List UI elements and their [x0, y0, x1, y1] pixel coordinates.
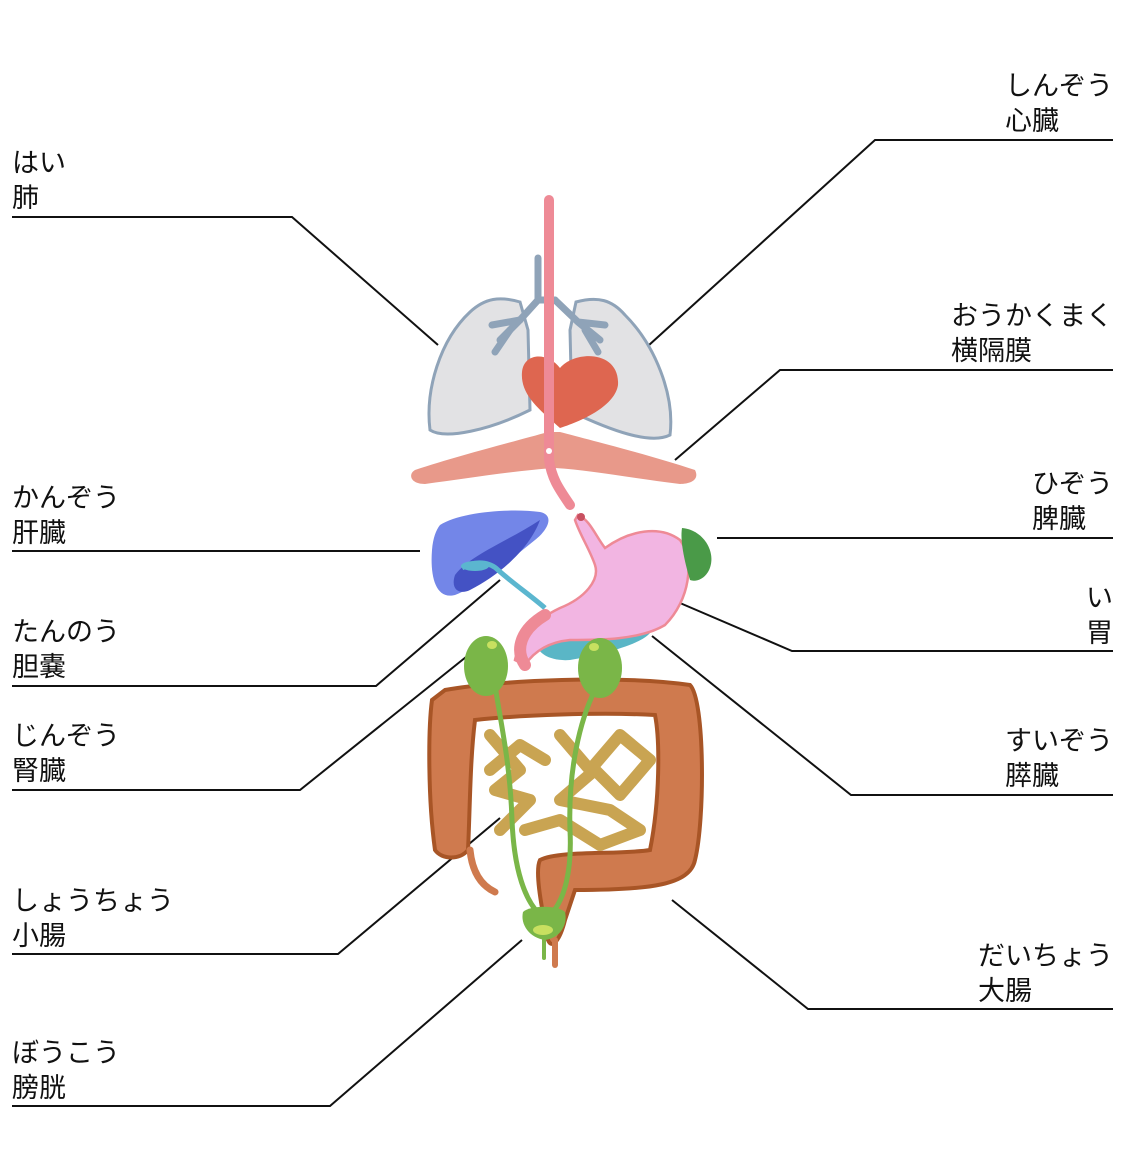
label-kana: ぼうこう — [12, 1038, 120, 1069]
label-kanji: 大腸 — [978, 976, 1032, 1007]
leader-line-heart — [626, 139, 1113, 366]
label-kana: ひぞう — [1032, 469, 1113, 500]
label-kanji: 膵臓 — [1005, 761, 1059, 792]
liver — [431, 510, 549, 596]
label-kana: おうかくまく — [951, 301, 1113, 332]
label-kana: たんのう — [12, 617, 120, 648]
label-kana: しんぞう — [1005, 71, 1113, 102]
label-kanji: 胆嚢 — [12, 652, 66, 683]
label-kanji: 腎臓 — [12, 756, 66, 787]
label-bladder: ぼうこう膀胱 — [12, 1036, 120, 1106]
leader-line-kidney — [12, 656, 467, 791]
label-kana: じんぞう — [12, 721, 120, 752]
stomach — [513, 513, 690, 671]
label-kana: だいちょう — [978, 941, 1113, 972]
large-intestine — [427, 677, 704, 968]
leader-line-bladder — [12, 939, 523, 1107]
bladder — [522, 906, 566, 960]
label-kana: しょうちょう — [12, 886, 174, 917]
label-lung: はい肺 — [12, 146, 66, 216]
label-small-intestine: しょうちょう小腸 — [12, 884, 174, 954]
label-liver: かんぞう肝臓 — [12, 481, 120, 551]
label-kanji: 脾臓 — [1032, 504, 1086, 535]
label-kanji: 肝臓 — [12, 518, 66, 549]
label-large-intestine: だいちょう大腸 — [978, 939, 1113, 1009]
leader-line-diaphragm — [674, 369, 1113, 461]
label-kana: すいぞう — [1005, 726, 1113, 757]
label-kana: はい — [12, 148, 66, 179]
label-kanji: 心臓 — [1005, 106, 1059, 137]
small-intestine — [484, 729, 656, 851]
leader-line-large-intestine — [671, 899, 1113, 1010]
label-spleen: ひぞう脾臓 — [1032, 467, 1113, 537]
leader-line-stomach — [679, 602, 1113, 652]
label-kanji: 胃 — [1086, 618, 1113, 649]
leader-line-gallbladder — [12, 579, 501, 687]
label-diaphragm: おうかくまく横隔膜 — [951, 299, 1113, 369]
label-gallbladder: たんのう胆嚢 — [12, 615, 120, 685]
label-kanji: 膀胱 — [12, 1073, 66, 1104]
label-kana: かんぞう — [12, 483, 120, 514]
label-kidney: じんぞう腎臓 — [12, 719, 120, 789]
leader-line-pancreas — [651, 635, 1113, 796]
esophagus — [544, 195, 575, 510]
leader-lines — [12, 139, 1113, 1107]
label-pancreas: すいぞう膵臓 — [1005, 724, 1113, 794]
kidneys — [464, 636, 622, 917]
leader-line-lung — [12, 216, 439, 346]
label-kana: い — [1086, 583, 1113, 614]
spleen — [681, 528, 712, 581]
label-kanji: 横隔膜 — [951, 336, 1032, 367]
label-kanji: 小腸 — [12, 921, 66, 952]
leader-line-small-intestine — [12, 817, 501, 955]
label-stomach: い胃 — [1086, 581, 1113, 651]
label-kanji: 肺 — [12, 183, 39, 214]
label-heart: しんぞう心臓 — [1005, 69, 1113, 139]
